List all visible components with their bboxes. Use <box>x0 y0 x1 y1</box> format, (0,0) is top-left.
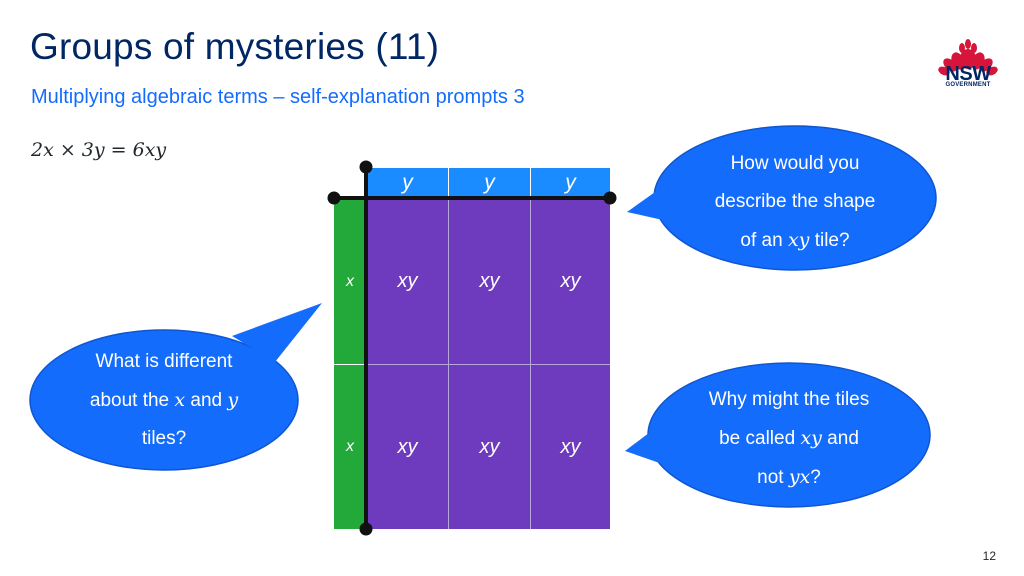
speech-bubble-different <box>29 303 322 471</box>
xy-tile: xy <box>530 364 610 529</box>
slide-title: Groups of mysteries (11) <box>30 26 440 67</box>
equation: 2x × 3y = 6xy <box>31 139 167 161</box>
axis-endpoint-dot <box>359 522 373 536</box>
x-tile: x <box>334 364 366 529</box>
slide-subtitle: Multiplying algebraic terms – self-expla… <box>31 86 525 108</box>
bubble-naming-text: Why might the tiles be called xy and not… <box>708 389 870 488</box>
xy-tile: xy <box>448 198 530 364</box>
axis-endpoint-dot <box>359 160 373 174</box>
page-number: 12 <box>982 549 996 563</box>
waratah-flower-icon <box>938 39 998 76</box>
xy-tile: xy <box>366 364 448 529</box>
logo-subtext: GOVERNMENT <box>945 82 991 88</box>
x-tile: x <box>334 198 366 364</box>
bubble-different-text: What is different about the x and y tile… <box>89 351 239 449</box>
bubble-shape-text: How would you describe the shape of an x… <box>714 153 876 251</box>
y-tile: y <box>448 168 530 198</box>
logo-text: NSW <box>945 63 991 85</box>
xy-tile: xy <box>448 364 530 529</box>
axis-endpoint-dot <box>603 191 617 205</box>
y-tile: y <box>366 168 448 198</box>
xy-tile: xy <box>530 198 610 364</box>
speech-bubble-naming <box>625 362 931 508</box>
y-tile: y <box>530 168 610 198</box>
speech-bubble-shape <box>627 125 937 271</box>
axis-endpoint-dot <box>327 191 341 205</box>
